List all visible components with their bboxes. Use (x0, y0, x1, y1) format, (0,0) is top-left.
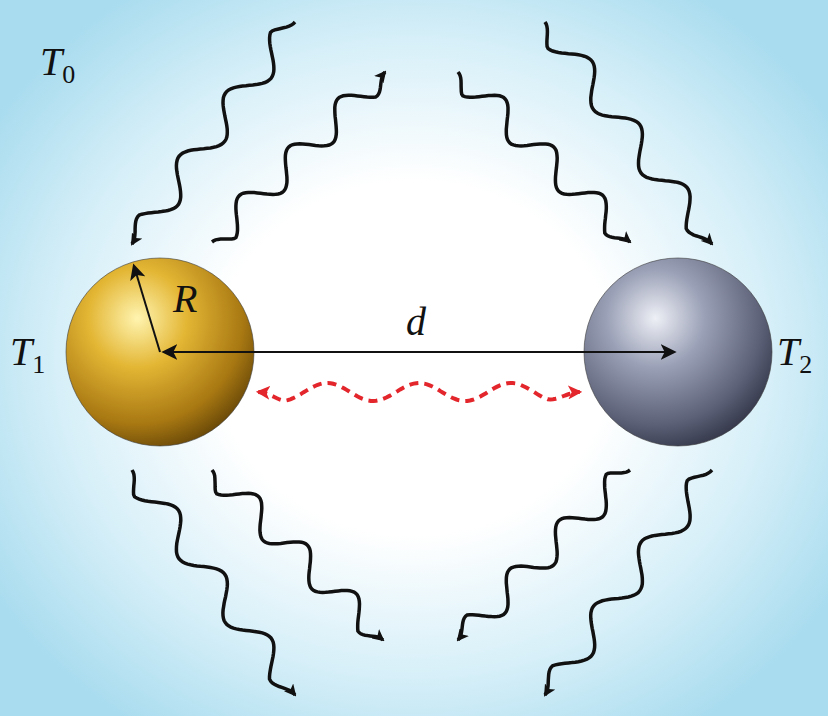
ambient-temperature: T0 (40, 42, 75, 88)
radiation-arrow (212, 72, 385, 242)
radiation-arrow (458, 470, 630, 640)
radiation-arrow (458, 72, 630, 242)
radius-label: R (173, 279, 197, 319)
temperature-label: T2 (777, 332, 812, 378)
distance-label: d (406, 302, 426, 342)
radiation-exchange (258, 383, 580, 401)
radiation-arrow (132, 22, 295, 244)
radiation-arrow (545, 22, 712, 244)
distance-line (164, 351, 674, 353)
radiation-arrow (212, 470, 383, 640)
radiation-arrow (545, 470, 712, 695)
temperature-label: T1 (10, 332, 45, 378)
radius-line (134, 266, 160, 352)
radiation-arrow (132, 470, 295, 695)
